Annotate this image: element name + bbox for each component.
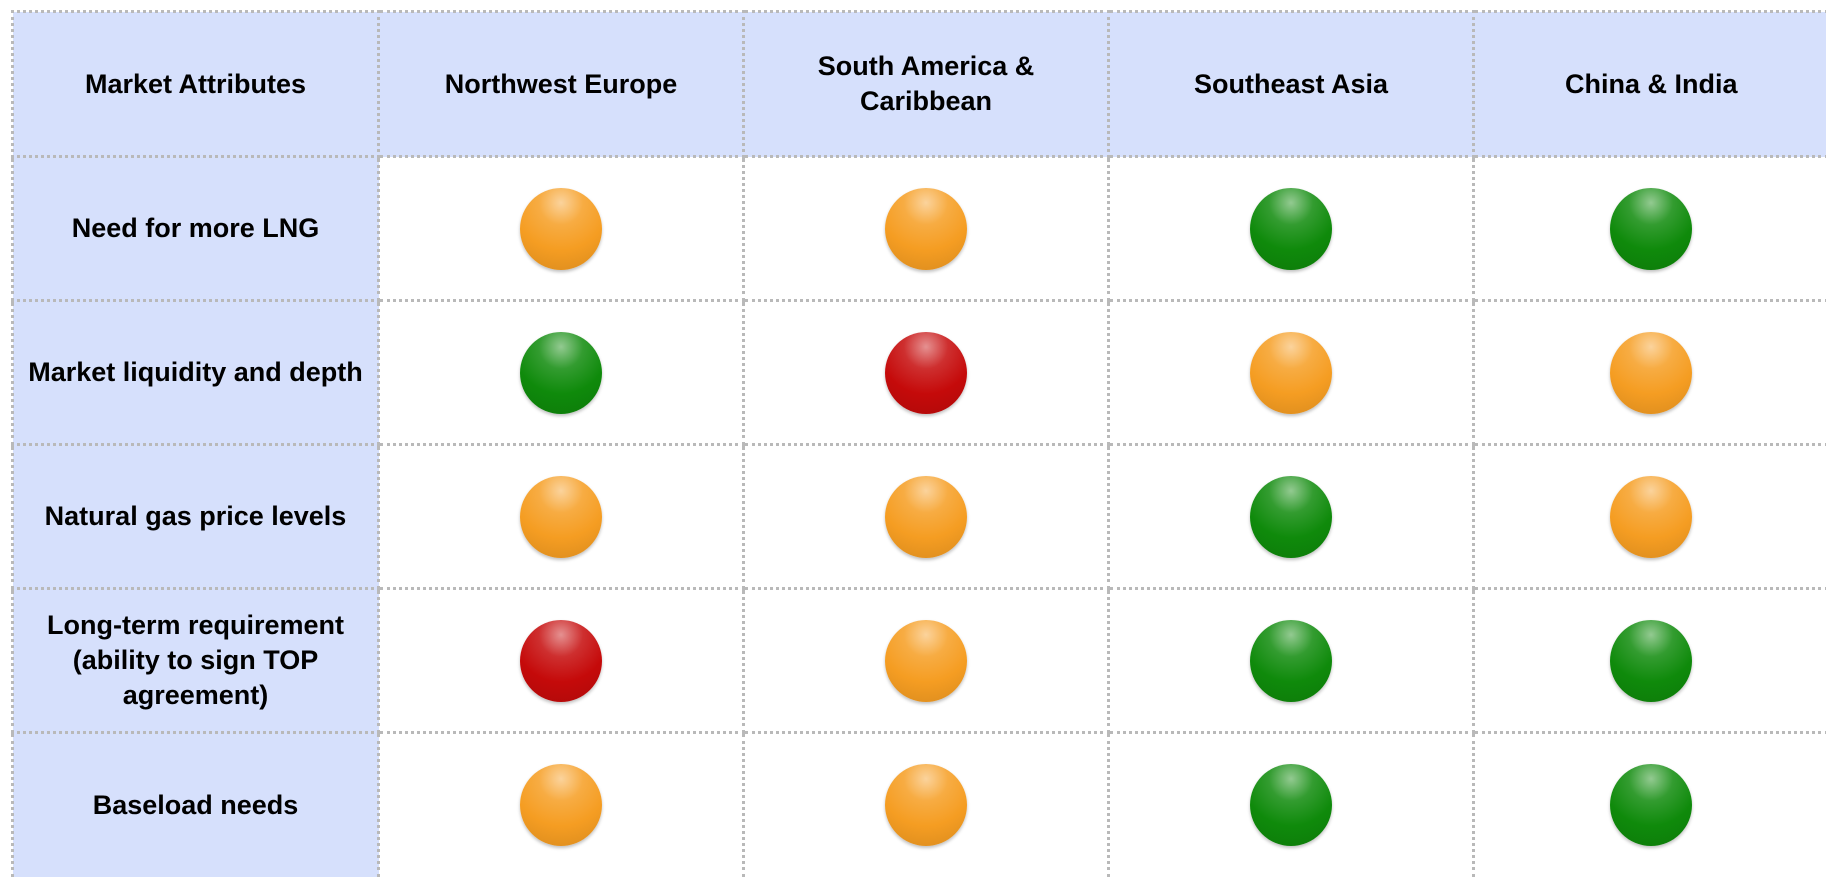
- rating-cell: [379, 445, 744, 589]
- rating-cell: [1474, 733, 1826, 877]
- header-market-attributes: Market Attributes: [13, 12, 379, 157]
- rating-cell: [1109, 301, 1474, 445]
- rating-cell: [1109, 733, 1474, 877]
- orange-rating-dot: [1250, 332, 1332, 414]
- orange-rating-dot: [885, 188, 967, 270]
- rating-cell: [1109, 445, 1474, 589]
- rating-cell: [379, 301, 744, 445]
- green-rating-dot: [1250, 188, 1332, 270]
- table-row: Need for more LNG: [13, 157, 1826, 301]
- rating-cell: [1474, 589, 1826, 733]
- row-label: Long-term requirement (ability to sign T…: [13, 589, 379, 733]
- rating-cell: [744, 445, 1109, 589]
- orange-rating-dot: [1610, 332, 1692, 414]
- orange-rating-dot: [885, 620, 967, 702]
- rating-cell: [744, 301, 1109, 445]
- orange-rating-dot: [885, 476, 967, 558]
- orange-rating-dot: [1610, 476, 1692, 558]
- rating-cell: [744, 733, 1109, 877]
- header-northwest-europe: Northwest Europe: [379, 12, 744, 157]
- row-label: Need for more LNG: [13, 157, 379, 301]
- table-row: Market liquidity and depth: [13, 301, 1826, 445]
- red-rating-dot: [520, 620, 602, 702]
- market-attributes-matrix: Market Attributes Northwest Europe South…: [11, 10, 1826, 877]
- green-rating-dot: [520, 332, 602, 414]
- header-southeast-asia: Southeast Asia: [1109, 12, 1474, 157]
- red-rating-dot: [885, 332, 967, 414]
- header-south-america-caribbean: South America & Caribbean: [744, 12, 1109, 157]
- rating-cell: [379, 733, 744, 877]
- row-label: Market liquidity and depth: [13, 301, 379, 445]
- rating-cell: [1474, 301, 1826, 445]
- green-rating-dot: [1250, 620, 1332, 702]
- header-china-india: China & India: [1474, 12, 1826, 157]
- green-rating-dot: [1250, 476, 1332, 558]
- orange-rating-dot: [520, 764, 602, 846]
- rating-cell: [1109, 157, 1474, 301]
- rating-cell: [379, 589, 744, 733]
- green-rating-dot: [1610, 764, 1692, 846]
- row-label: Natural gas price levels: [13, 445, 379, 589]
- rating-cell: [1474, 445, 1826, 589]
- green-rating-dot: [1250, 764, 1332, 846]
- rating-cell: [1109, 589, 1474, 733]
- rating-cell: [744, 589, 1109, 733]
- header-row: Market Attributes Northwest Europe South…: [13, 12, 1826, 157]
- green-rating-dot: [1610, 188, 1692, 270]
- row-label: Baseload needs: [13, 733, 379, 877]
- table-row: Natural gas price levels: [13, 445, 1826, 589]
- green-rating-dot: [1610, 620, 1692, 702]
- rating-cell: [1474, 157, 1826, 301]
- table-row: Long-term requirement (ability to sign T…: [13, 589, 1826, 733]
- orange-rating-dot: [520, 476, 602, 558]
- rating-cell: [379, 157, 744, 301]
- orange-rating-dot: [885, 764, 967, 846]
- rating-cell: [744, 157, 1109, 301]
- orange-rating-dot: [520, 188, 602, 270]
- table-row: Baseload needs: [13, 733, 1826, 877]
